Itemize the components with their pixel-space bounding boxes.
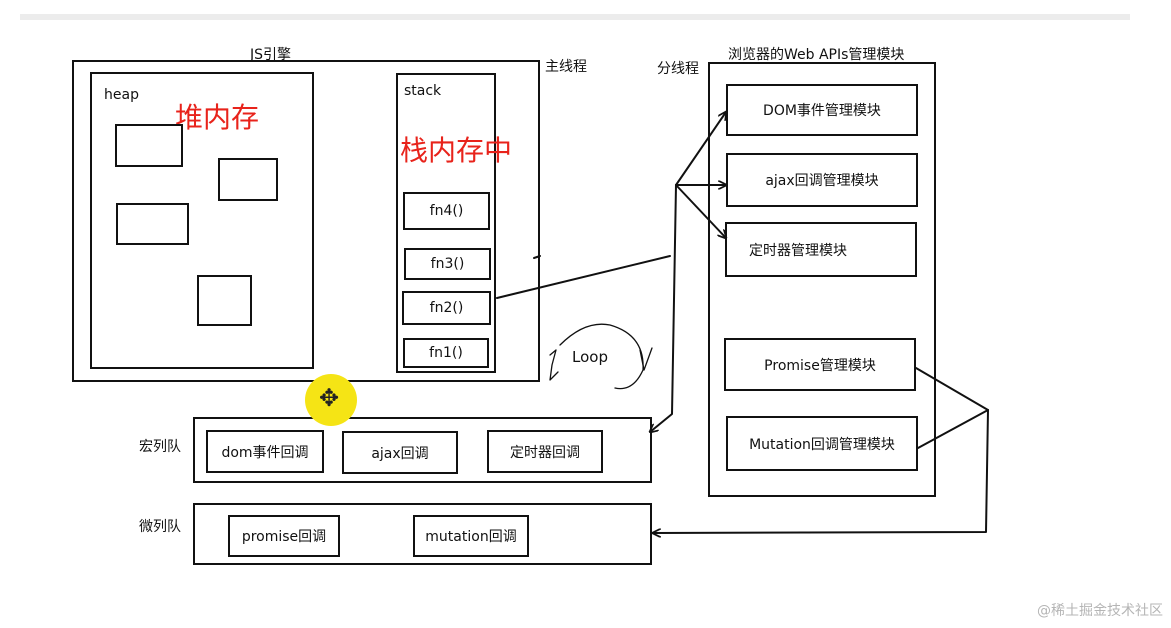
ajax-callback-module: ajax回调管理模块	[726, 153, 918, 207]
hub-to-timer-arrow	[675, 184, 726, 238]
mutation-callback-module: Mutation回调管理模块	[726, 416, 918, 471]
watermark: @稀土掘金技术社区	[1037, 603, 1163, 619]
hub-to-macro-arrow	[650, 184, 677, 432]
promise-module: Promise管理模块	[724, 338, 916, 391]
mutation-to-junction	[917, 409, 989, 449]
promise-to-junction	[915, 367, 989, 411]
micro-item-promise: promise回调	[228, 515, 340, 557]
macro-item-dom-event: dom事件回调	[206, 430, 324, 473]
timer-module: 定时器管理模块	[725, 222, 917, 277]
move-cursor-icon: ✥	[319, 384, 340, 412]
heap-object	[197, 275, 252, 326]
engine-tick	[533, 255, 541, 259]
micro-item-mutation: mutation回调	[413, 515, 529, 557]
heap-object	[115, 124, 183, 167]
loop-arc	[559, 323, 644, 390]
macro-item-timer: 定时器回调	[487, 430, 603, 473]
browser-apis-title: 浏览器的Web APIs管理模块	[728, 47, 905, 63]
stack-frame-fn4: fn4()	[403, 192, 490, 230]
heap-object	[218, 158, 278, 201]
heap-label: heap	[104, 87, 139, 103]
fn2-to-hub-line	[496, 255, 671, 299]
stack-frame-fn1: fn1()	[403, 338, 489, 368]
sub-thread-label: 分线程	[657, 61, 699, 77]
stack-label: stack	[404, 83, 442, 99]
dom-event-module: DOM事件管理模块	[726, 84, 918, 136]
junction-to-micro-arrow	[652, 409, 989, 533]
stack-frame-fn3: fn3()	[404, 248, 491, 280]
loop-arc-3	[639, 347, 653, 371]
macro-item-ajax: ajax回调	[342, 431, 458, 474]
cursor-highlight	[305, 374, 357, 426]
stack-frame-fn2: fn2()	[402, 291, 491, 325]
heap-note: 堆内存	[175, 101, 260, 134]
main-thread-label: 主线程	[545, 59, 587, 75]
hub-to-dom-arrow	[675, 112, 726, 186]
loop-label: Loop	[572, 348, 608, 366]
top-bar	[20, 14, 1130, 20]
loop-arc-2	[549, 349, 559, 381]
heap-object	[116, 203, 189, 245]
stack-note: 栈内存中	[400, 134, 513, 167]
js-engine-title: JS引擎	[250, 47, 292, 63]
macro-queue-label: 宏列队	[139, 439, 181, 455]
micro-queue-label: 微列队	[139, 519, 181, 535]
